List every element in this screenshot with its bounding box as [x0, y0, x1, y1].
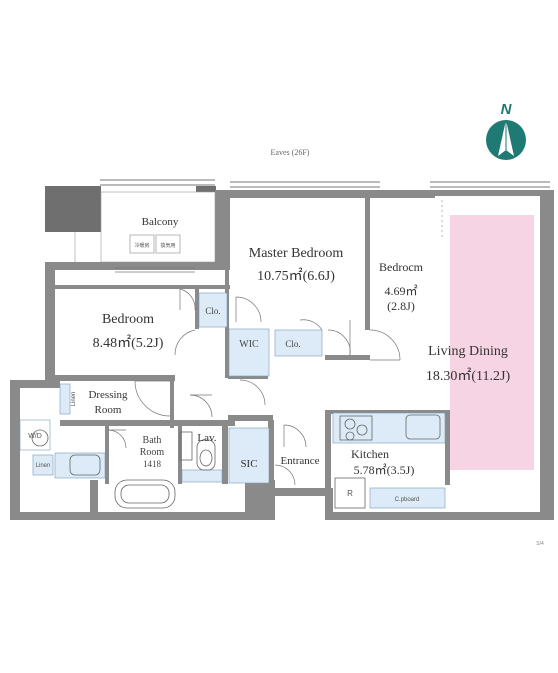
bath-size: 1418 — [143, 459, 162, 469]
master-bedroom-area: 10.75㎡(6.6J) — [257, 268, 335, 284]
sink-icon — [405, 414, 441, 440]
cupboard-box — [369, 487, 446, 509]
toilet-icon — [196, 439, 216, 471]
linen-left — [59, 383, 71, 415]
wd-box — [19, 419, 51, 451]
kitchen-area: 5.78㎡(3.5J) — [354, 463, 415, 477]
balcony-label: Balcony — [142, 216, 179, 228]
cupboard-label: C.pboard — [395, 497, 420, 503]
stove-icon — [344, 418, 356, 430]
sic-box — [228, 427, 270, 484]
bathtub-icon — [114, 479, 176, 509]
living-dining-area: 18.30㎡(11.2J) — [426, 368, 511, 384]
small-bedroom-jo: (2.8J) — [387, 299, 415, 313]
living-dining-name: Living Dining — [428, 344, 508, 359]
ac-unit-label-right: 換気用 — [160, 242, 175, 249]
bath-name: Bath — [143, 435, 162, 446]
top-windows — [100, 179, 550, 188]
eaves-label: Eaves (26F) — [271, 148, 310, 157]
small-bedroom-name: Bedrocm — [379, 260, 424, 274]
ac-units: 冷暖房 換気用 — [129, 234, 181, 254]
balcony-pillar-left — [45, 186, 101, 232]
dressing-room-name-1: Dressing — [88, 389, 128, 401]
compass-letter: N — [501, 101, 513, 118]
master-bedroom-name: Master Bedroom — [249, 246, 344, 261]
lav-label: Lav. — [197, 432, 216, 444]
compass: N — [486, 101, 526, 160]
clo-master — [274, 329, 323, 357]
clo-bedroom — [198, 292, 228, 328]
bedroom-area: 8.48㎡(5.2J) — [93, 335, 164, 351]
closets — [19, 292, 446, 509]
fridge-icon — [334, 477, 366, 509]
linen-label-left: Linen — [71, 392, 77, 407]
fridge-label: R — [347, 489, 353, 498]
sic-label: SIC — [240, 458, 257, 470]
wd-label: W/D — [28, 433, 42, 440]
clo-label-bedroom: Clo. — [205, 306, 220, 316]
lav-floor — [181, 469, 223, 483]
living-floor — [450, 215, 534, 470]
bedroom-name: Bedroom — [102, 312, 154, 327]
bath-floor — [54, 452, 106, 479]
corner-mark: S/4 — [536, 541, 544, 547]
wic-label: WIC — [239, 339, 259, 350]
dressing-room-name-2: Room — [95, 404, 122, 416]
linen-label-bottom: Linen — [36, 463, 51, 469]
bath-name-2: Room — [140, 447, 165, 458]
small-bedroom-area: 4.69㎡ — [384, 284, 417, 298]
entrance-label: Entrance — [280, 455, 319, 467]
kitchen-counter — [332, 412, 446, 444]
linen-bottom — [32, 454, 54, 476]
room-labels: Master Bedroom 10.75㎡(6.6J) Bedrocm 4.69… — [28, 246, 510, 503]
fixtures — [31, 414, 441, 509]
walls — [10, 186, 554, 520]
ac-unit-label-left: 冷暖房 — [134, 242, 149, 249]
clo-label-master: Clo. — [285, 339, 300, 349]
wic-box — [228, 328, 270, 377]
kitchen-name: Kitchen — [351, 447, 389, 461]
doors — [107, 288, 401, 486]
